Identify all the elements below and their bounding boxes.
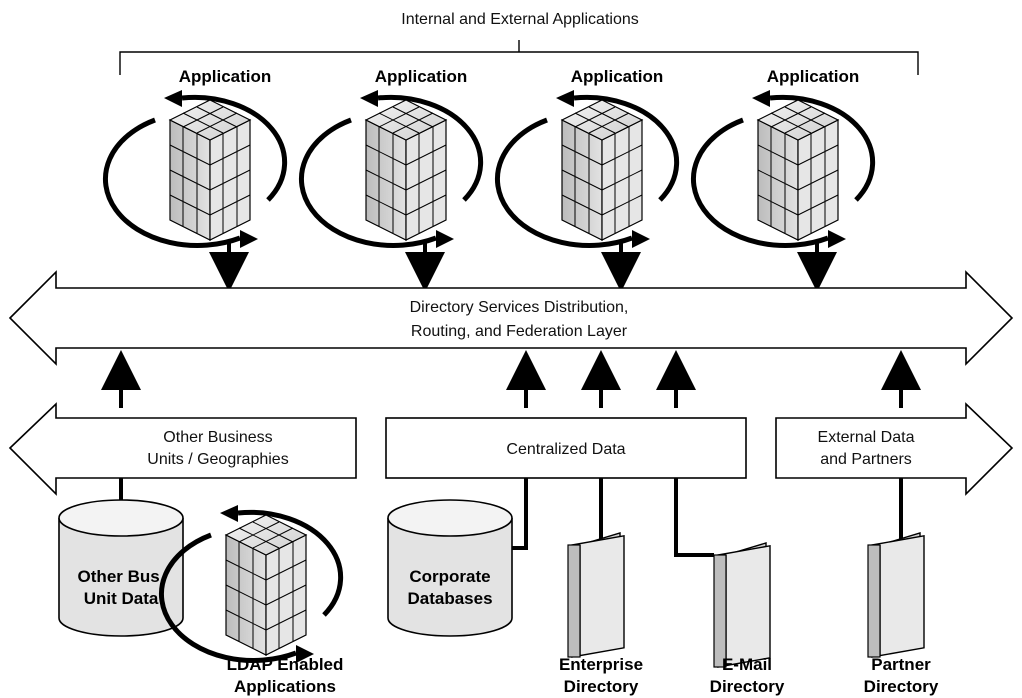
other-business-units-box — [8, 402, 357, 496]
ldap-line2: Applications — [234, 677, 336, 696]
email-dir-line1: E-Mail — [722, 655, 772, 674]
application-cube-icon — [105, 90, 284, 248]
external-data-box — [775, 402, 1014, 496]
other-business-line1: Other Business — [163, 429, 272, 446]
other-business-line2: Units / Geographies — [147, 451, 288, 468]
application-label-2: Application — [375, 67, 468, 86]
application-cube-icon — [161, 505, 340, 663]
source-connectors — [119, 478, 903, 557]
diagram-title: Internal and External Applications — [401, 11, 638, 28]
layer-text-line1: Directory Services Distribution, — [410, 299, 629, 316]
other-bus-db-line1: Other Bus. — [78, 567, 165, 586]
centralized-data-box — [385, 417, 747, 479]
directory-book-icon — [567, 532, 625, 658]
application-label-4: Application — [767, 67, 860, 86]
partner-dir-line2: Directory — [864, 677, 939, 696]
application-cube-icon — [301, 90, 480, 248]
ldap-line1: LDAP Enabled — [227, 655, 344, 674]
application-label-3: Application — [571, 67, 664, 86]
external-data-line2: and Partners — [820, 451, 912, 468]
centralized-data-label: Centralized Data — [506, 441, 625, 458]
enterprise-dir-line1: Enterprise — [559, 655, 643, 674]
email-dir-line2: Directory — [710, 677, 785, 696]
enterprise-dir-line2: Directory — [564, 677, 639, 696]
application-label-1: Application — [179, 67, 272, 86]
directory-book-icon — [867, 532, 925, 658]
directory-book-icon — [713, 542, 771, 668]
layer-text-line2: Routing, and Federation Layer — [411, 323, 628, 340]
corporate-db-line2: Databases — [407, 589, 492, 608]
partner-dir-line1: Partner — [871, 655, 931, 674]
data-to-layer-arrows — [101, 350, 921, 408]
directory-services-layer — [8, 270, 1014, 366]
app-to-layer-arrows — [209, 243, 837, 292]
application-cube-icon — [693, 90, 872, 248]
corporate-db-line1: Corporate — [409, 567, 490, 586]
application-cube-icon — [497, 90, 676, 248]
other-bus-db-line2: Unit Data — [84, 589, 159, 608]
external-data-line1: External Data — [818, 429, 915, 446]
